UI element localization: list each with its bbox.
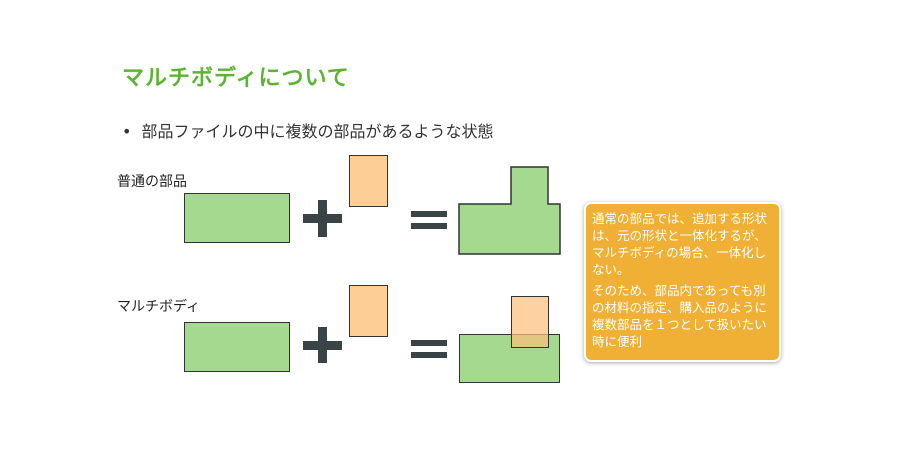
plus-icon <box>303 327 342 363</box>
plus-icon <box>303 200 342 237</box>
callout-paragraph-1: 通常の部品では、追加する形状は、元の形状と一体化するが、マルチボディの場合、一体… <box>592 211 768 277</box>
explanation-callout: 通常の部品では、追加する形状は、元の形状と一体化するが、マルチボディの場合、一体… <box>584 202 781 362</box>
label-normal-part: 普通の部品 <box>117 174 187 190</box>
merged-body-shape <box>458 166 561 255</box>
slide-title: マルチボディについて <box>122 66 350 91</box>
separate-body-added <box>511 296 549 348</box>
equals-icon <box>411 340 447 358</box>
added-shape <box>349 155 388 207</box>
equals-icon <box>411 211 447 229</box>
callout-paragraph-2: そのため、部品内であっても別の材料の指定、購入品のように複数部品を１つとして扱い… <box>592 283 768 349</box>
bullet-text: 部品ファイルの中に複数の部品があるような状態 <box>141 122 494 141</box>
added-shape <box>349 285 388 337</box>
bullet-item: • 部品ファイルの中に複数の部品があるような状態 <box>122 118 493 142</box>
label-multibody: マルチボディ <box>117 299 201 315</box>
base-body-shape <box>184 322 290 372</box>
bullet-icon: • <box>122 122 132 141</box>
base-body-shape <box>184 193 290 243</box>
